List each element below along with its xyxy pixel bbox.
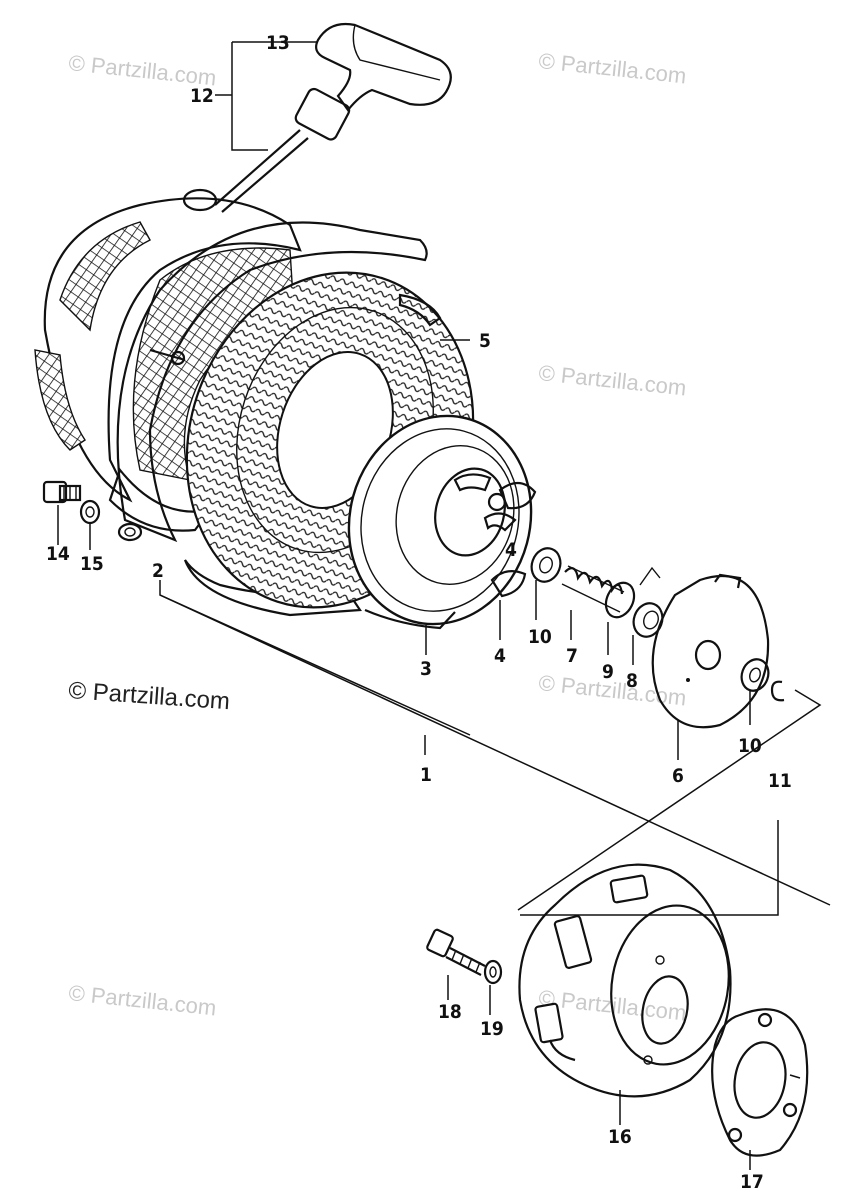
- case-bolt: [42, 480, 82, 504]
- callout-10-upper: 10: [528, 626, 552, 648]
- starter-rope: [214, 129, 309, 213]
- friction-spring: [604, 566, 661, 619]
- callout-13: 13: [266, 32, 290, 54]
- compression-spring: [561, 565, 625, 613]
- callout-3: 3: [420, 658, 432, 680]
- housing-bolt: [426, 928, 486, 976]
- leader-lines: [57, 41, 831, 1170]
- watermark-top-right: © Partzilla.com: [537, 48, 687, 88]
- starter-handle: [294, 22, 452, 141]
- callout-2: 2: [152, 560, 164, 582]
- callout-8: 8: [626, 670, 638, 692]
- callout-9: 9: [602, 661, 614, 683]
- callout-6: 6: [672, 765, 684, 787]
- callout-5: 5: [479, 330, 491, 352]
- starter-reel: [347, 414, 533, 630]
- callout-19: 19: [480, 1018, 504, 1040]
- collar: [632, 602, 664, 638]
- callout-15: 15: [80, 553, 104, 575]
- callout-7: 7: [566, 645, 578, 667]
- callout-4-upper: 4: [505, 539, 517, 561]
- ratchet-pawls: [490, 481, 537, 598]
- callout-4-lower: 4: [494, 645, 506, 667]
- starter-housing: [518, 863, 732, 1098]
- callout-11: 11: [768, 770, 792, 792]
- callout-14: 14: [46, 543, 70, 565]
- retaining-clip: [770, 680, 785, 702]
- callout-17: 17: [740, 1171, 764, 1193]
- watermark-bottom-left: © Partzilla.com: [67, 980, 217, 1020]
- callout-12: 12: [190, 85, 214, 107]
- callout-16: 16: [608, 1126, 632, 1148]
- callout-10-lower: 10: [738, 735, 762, 757]
- washer-upper: [530, 547, 562, 583]
- housing-washer: [483, 959, 503, 985]
- callout-18: 18: [438, 1001, 462, 1023]
- watermark-main: © Partzilla.com: [68, 677, 231, 715]
- callout-1: 1: [420, 764, 432, 786]
- housing-gasket: [711, 1008, 809, 1157]
- friction-plate: [651, 573, 770, 729]
- watermark-mid-right: © Partzilla.com: [537, 360, 687, 400]
- case-washer: [79, 499, 101, 525]
